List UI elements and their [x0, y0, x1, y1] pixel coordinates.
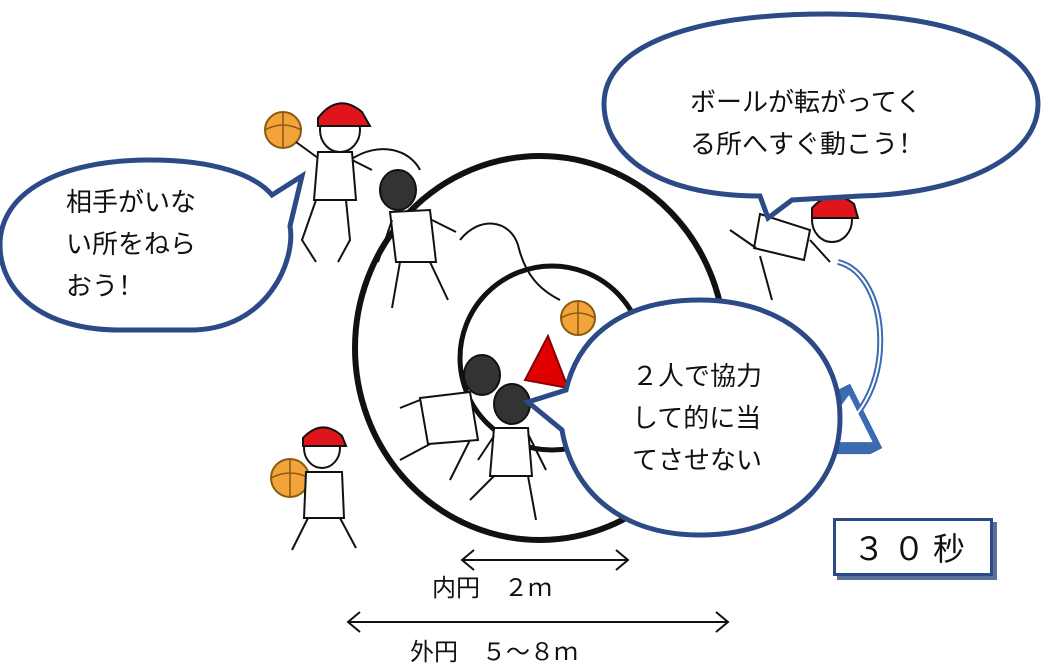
target-icon — [523, 333, 570, 390]
outer-circle-label: 外円 ５～８ｍ — [410, 638, 578, 666]
player-figure-defender-girl — [399, 354, 501, 481]
inner-circle-label: 内円 ２ｍ — [432, 574, 552, 602]
ball-path-line — [349, 148, 421, 171]
ball-path-line — [459, 222, 561, 301]
bubble-left-text: 相手がいな い所をねら おう！ — [66, 182, 196, 308]
outer-dimension-arrow — [346, 611, 730, 633]
bubble-left-line-3: おう！ — [66, 272, 145, 302]
bubble-top-right-line-2: る所へすぐ動こう！ — [690, 130, 925, 160]
player-figure-girl-runner — [377, 169, 457, 309]
player-figure-defender-boy — [469, 383, 547, 521]
speech-bubble-center — [522, 297, 843, 538]
bubble-top-right-text: ボールが転がってく る所へすぐ動こう！ — [690, 82, 924, 166]
bubble-top-right-line-1: ボールが転がってく — [690, 88, 922, 118]
player-figure-holder — [291, 426, 357, 551]
bubble-left-line-2: い所をねら — [66, 230, 197, 260]
speech-bubble-top-right — [601, 11, 1041, 223]
movement-arrow-inner — [833, 261, 882, 433]
bubble-left-line-1: 相手がいな — [66, 188, 197, 218]
bubble-center-line-3: てさせない — [632, 446, 763, 476]
timer-box: ３０秒 — [833, 518, 993, 576]
bubble-center-line-2: して的に当 — [632, 404, 762, 434]
bubble-center-line-1: ２人で協力 — [632, 362, 763, 392]
inner-dimension-arrow — [460, 549, 630, 571]
player-figure-runner-right — [729, 195, 860, 301]
speech-bubble-left — [0, 157, 306, 333]
timer-label: ３０秒 — [852, 530, 973, 568]
ball-seam — [560, 301, 596, 335]
player-figure-thrower — [295, 102, 373, 263]
bubble-center-text: ２人で協力 して的に当 てさせない — [632, 356, 762, 482]
ball-seam — [264, 112, 302, 148]
